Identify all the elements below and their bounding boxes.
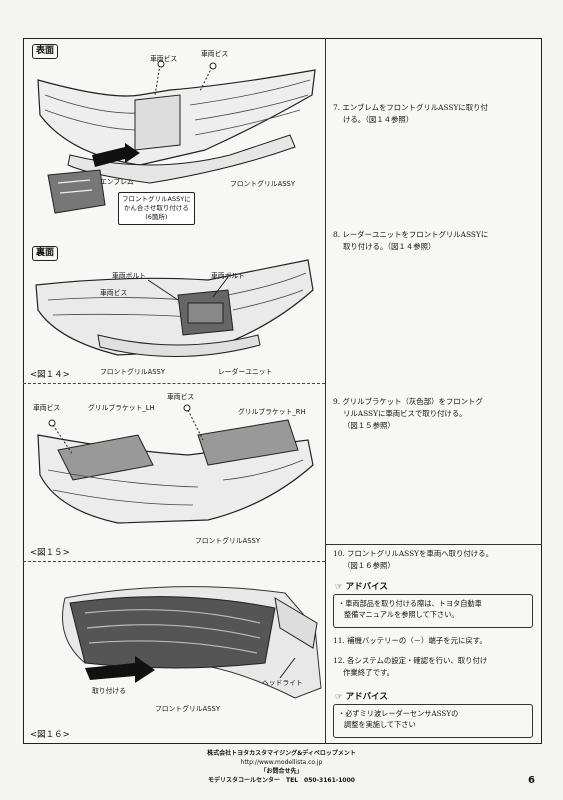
step-8-line-1: 8. レーダーユニットをフロントグリルASSYに	[333, 230, 489, 239]
callout-line-1: フロントグリルASSYに	[122, 195, 191, 203]
label-emblem: エンブレム	[100, 178, 134, 186]
advice-1-title: ☞ アドバイス	[335, 580, 388, 592]
step-11: 11. 補機バッテリーの（－）端子を元に戻す。	[333, 635, 533, 647]
footer-url: http://www.modellista.co.jp	[240, 759, 323, 766]
advice-1-line-1: ・車両部品を取り付ける際は、トヨタ自動車	[338, 599, 482, 608]
grille-front-illustration	[37, 60, 316, 214]
footer-contact: モデリスタコールセンター TEL 050-3161-1000	[208, 777, 355, 784]
step-10-line-1: 10. フロントグリルASSYを車両へ取り付ける。	[333, 549, 493, 558]
label-radar-unit: レーダーユニット	[218, 368, 273, 376]
column-divider	[325, 38, 327, 744]
figure-divider	[23, 561, 325, 562]
hand-pointer-icon: ☞	[335, 582, 343, 592]
section-divider	[326, 544, 542, 545]
step-8-line-2: 取り付ける。（図１４参照）	[343, 242, 436, 251]
label-grille-fig16: フロントグリルASSY	[155, 705, 221, 713]
step-7-line-2: ける。（図１４参照）	[343, 115, 414, 124]
label-screw-3: 車両ビス	[100, 289, 128, 297]
advice-1-title-text: アドバイス	[345, 582, 388, 592]
step-9-line-3: （図１５参照）	[343, 421, 395, 430]
step-11-line-1: 11. 補機バッテリーの（－）端子を元に戻す。	[333, 636, 487, 645]
advice-2-title: ☞ アドバイス	[335, 690, 388, 702]
label-bolt-2: 車両ボルト	[211, 272, 245, 280]
advice-2-box: ・必ずミリ波レーダーセンサASSYの 調整を実施して下さい	[333, 704, 533, 738]
vehicle-install-illustration	[62, 586, 322, 699]
step-12: 12. 各システムの設定・確認を行い、取り付け 作業終了です。	[333, 655, 533, 679]
advice-1-box: ・車両部品を取り付ける際は、トヨタ自動車 整備マニュアルを参照して下さい。	[333, 594, 533, 628]
hand-pointer-icon: ☞	[335, 692, 343, 702]
label-bracket-lh: グリルブラケット_LH	[88, 404, 155, 412]
attach-callout: フロントグリルASSYに かん合させ取り付ける (6箇所)	[118, 192, 195, 225]
step-7: 7. エンブレムをフロントグリルASSYに取り付 ける。（図１４参照）	[333, 102, 533, 126]
step-10-line-2: （図１６参照）	[343, 561, 395, 570]
page-number: 6	[528, 775, 535, 786]
step-9-line-2: リルASSYに車両ビスで取り付ける。	[343, 409, 467, 418]
grille-back-illustration	[35, 259, 314, 358]
figure-16-caption: <図１６>	[30, 730, 70, 740]
callout-line-3: (6箇所)	[145, 213, 168, 221]
label-attach: 取り付ける	[92, 687, 126, 695]
footer-contact-title: 「お問合せ先」	[260, 768, 303, 775]
callout-line-2: かん合させ取り付ける	[123, 204, 189, 212]
label-bracket-rh: グリルブラケット_RH	[238, 408, 306, 416]
figure-14-caption: <図１４>	[30, 370, 70, 380]
step-9: 9. グリルブラケット（灰色部）をフロントグ リルASSYに車両ビスで取り付ける…	[333, 396, 533, 432]
step-12-line-2: 作業終了です。	[343, 668, 394, 677]
label-screw-2: 車両ビス	[201, 50, 229, 58]
figure-divider	[23, 383, 325, 384]
front-side-tag: 表面	[32, 44, 59, 59]
label-screw-left: 車両ビス	[33, 404, 61, 412]
step-10: 10. フロントグリルASSYを車両へ取り付ける。 （図１６参照）	[333, 548, 533, 572]
label-screw-1: 車両ビス	[150, 55, 178, 63]
label-bolt-1: 車両ボルト	[112, 272, 146, 280]
back-side-tag: 裏面	[32, 246, 59, 261]
label-grille-front: フロントグリルASSY	[230, 180, 296, 188]
step-7-line-1: 7. エンブレムをフロントグリルASSYに取り付	[333, 103, 488, 112]
figure-15-caption: <図１５>	[30, 548, 70, 558]
label-grille-back: フロントグリルASSY	[100, 368, 166, 376]
label-headlight: ヘッドライト	[262, 679, 303, 687]
advice-2-line-2: 調整を実施して下さい	[344, 720, 416, 729]
label-grille-fig15: フロントグリルASSY	[195, 537, 261, 545]
step-12-line-1: 12. 各システムの設定・確認を行い、取り付け	[333, 656, 488, 665]
label-screw-top: 車両ビス	[167, 393, 195, 401]
advice-2-title-text: アドバイス	[345, 692, 388, 702]
grille-bracket-illustration	[37, 404, 314, 524]
step-8: 8. レーダーユニットをフロントグリルASSYに 取り付ける。（図１４参照）	[333, 229, 533, 253]
footer-company: 株式会社トヨタカスタマイジング&ディベロップメント	[207, 750, 356, 757]
advice-2-line-1: ・必ずミリ波レーダーセンサASSYの	[338, 709, 459, 718]
advice-1-line-2: 整備マニュアルを参照して下さい。	[344, 610, 459, 619]
step-9-line-1: 9. グリルブラケット（灰色部）をフロントグ	[333, 397, 483, 406]
